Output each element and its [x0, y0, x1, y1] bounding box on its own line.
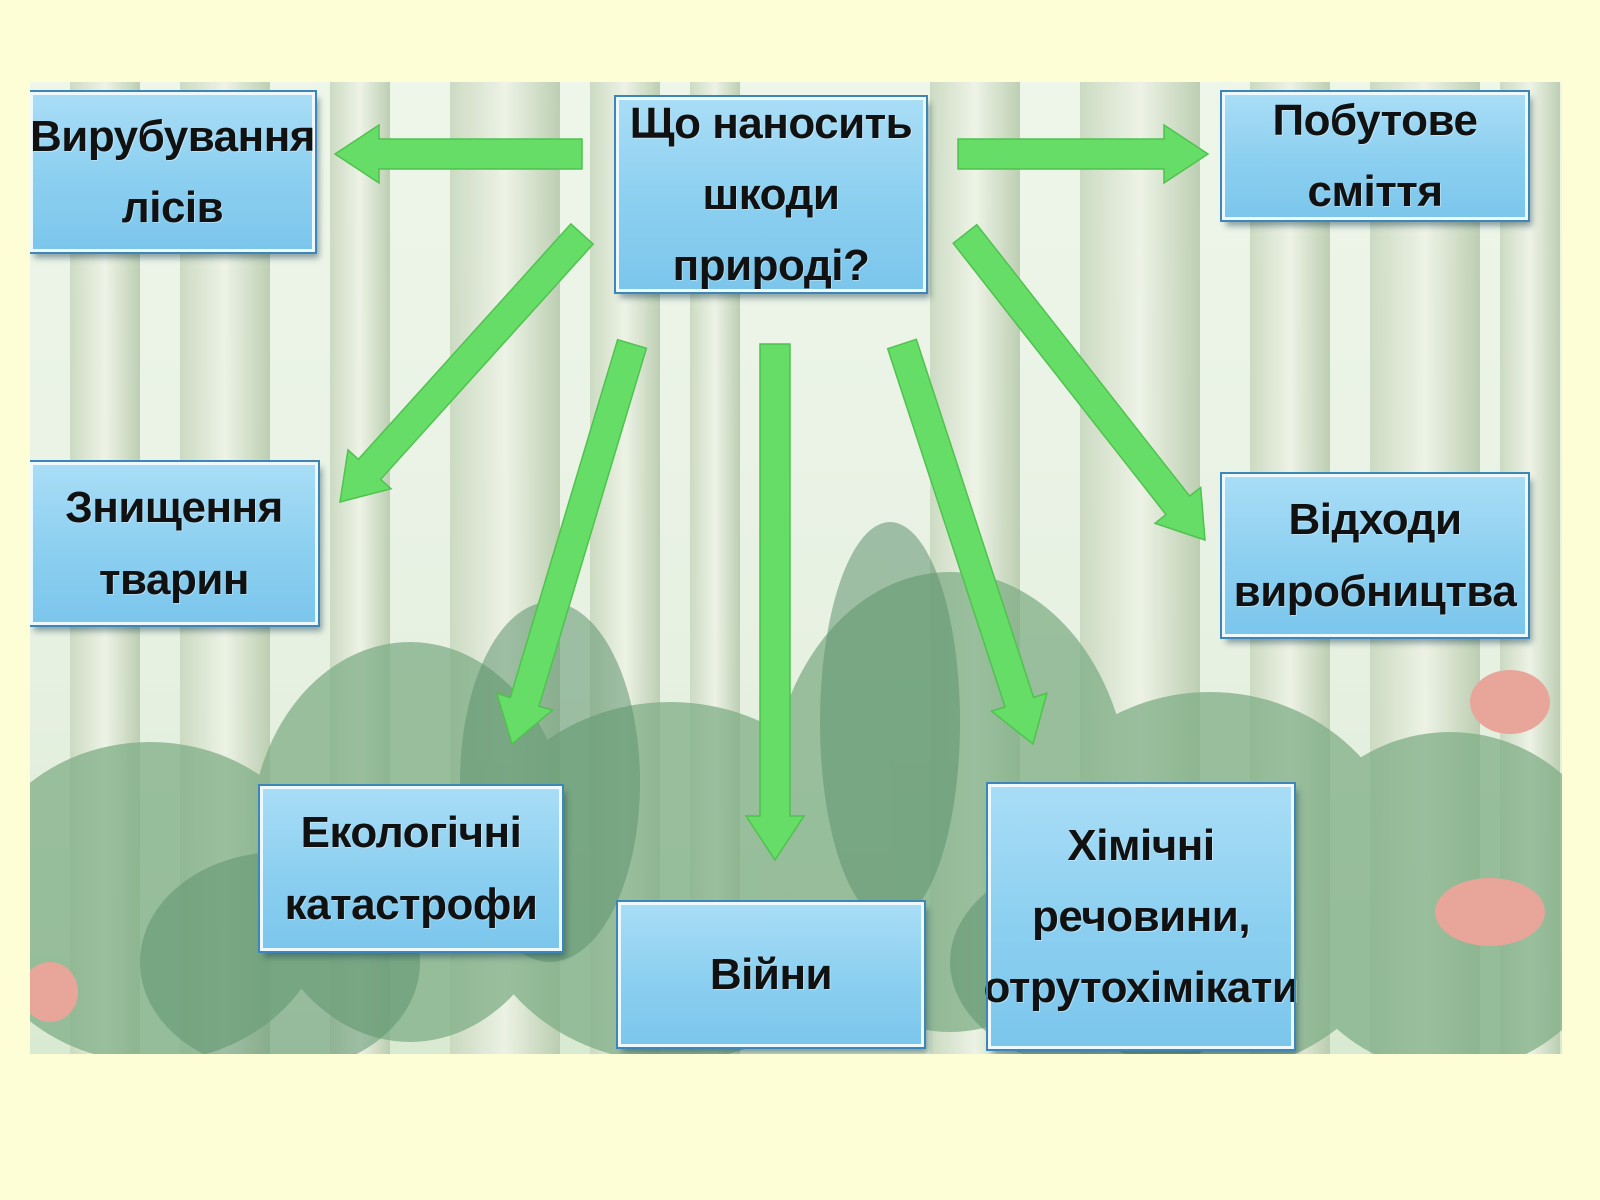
cause-box-industrial-waste: Відходи виробництва — [1220, 472, 1530, 639]
arrow-to-wars — [744, 343, 806, 862]
arrow-to-chemicals — [886, 338, 1048, 746]
arrow-to-industrial-waste — [952, 223, 1206, 542]
forest-background-scene: Що наносить шкоди природі? Вирубування л… — [30, 82, 1562, 1054]
cause-box-wars: Війни — [616, 900, 926, 1049]
cause-box-chemicals: Хімічні речовини, отрутохімікати — [984, 782, 1299, 1051]
arrow-to-household-waste — [957, 123, 1210, 185]
cause-box-animal-destruction: Знищення тварин — [30, 460, 320, 627]
cause-box-household-waste: Побутове сміття — [1220, 90, 1530, 222]
center-question-box: Що наносить шкоди природі? — [614, 95, 928, 294]
mushrooms — [30, 670, 1550, 1022]
cause-box-ecological-disasters: Екологічні катастрофи — [258, 784, 564, 953]
arrow-layer — [333, 123, 1210, 862]
arrow-to-ecological-disasters — [495, 338, 648, 746]
arrow-to-deforestation — [333, 123, 583, 185]
cause-box-deforestation: Вирубування лісів — [30, 90, 317, 254]
arrow-to-animal-destruction — [339, 222, 595, 504]
